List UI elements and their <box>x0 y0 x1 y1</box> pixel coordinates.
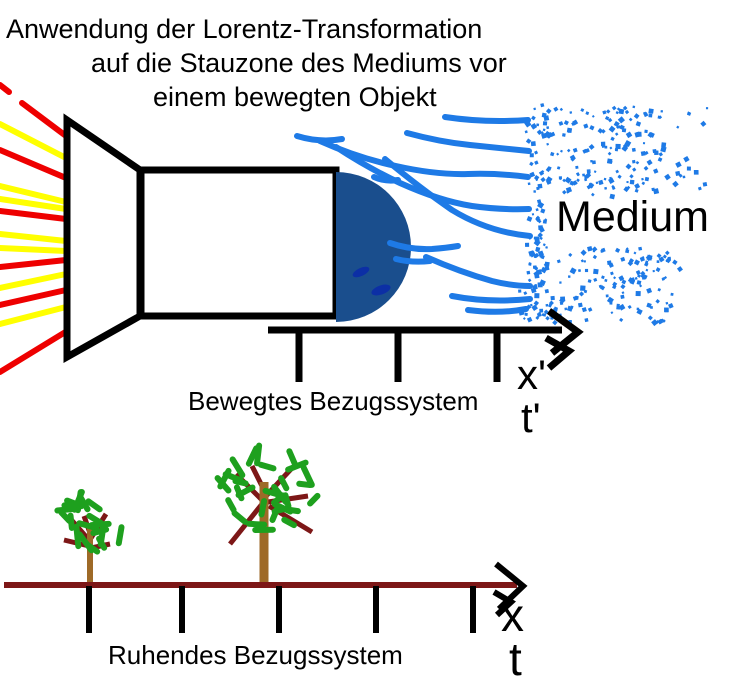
tree <box>214 442 321 588</box>
stagnation-dome <box>336 172 411 322</box>
title-line-3: einem bewegten Objekt <box>153 82 437 112</box>
trees <box>54 442 321 588</box>
t-prime-axis-label: t' <box>521 394 541 441</box>
tree <box>54 488 125 588</box>
dome-blobs <box>352 266 391 296</box>
title-line-2: auf die Stauzone des Mediums vor <box>91 48 507 78</box>
x-axis-label: x <box>501 589 524 641</box>
exhaust-rays <box>0 82 70 375</box>
rest-frame-label: Ruhendes Bezugssystem <box>108 640 403 670</box>
medium-speckles <box>518 103 709 327</box>
x-prime-axis-label: x' <box>517 351 547 398</box>
moving-frame-axis <box>268 308 584 382</box>
moving-frame-label: Bewegtes Bezugssystem <box>188 386 479 416</box>
title-line-1: Anwendung der Lorentz-Transformation <box>6 14 483 44</box>
t-axis-label: t <box>509 633 522 685</box>
medium-label: Medium <box>556 193 709 241</box>
nozzle-trapezoid <box>63 113 144 363</box>
object-body <box>137 166 340 320</box>
medium-streamlines <box>294 114 533 315</box>
rest-frame-axis <box>4 561 528 633</box>
